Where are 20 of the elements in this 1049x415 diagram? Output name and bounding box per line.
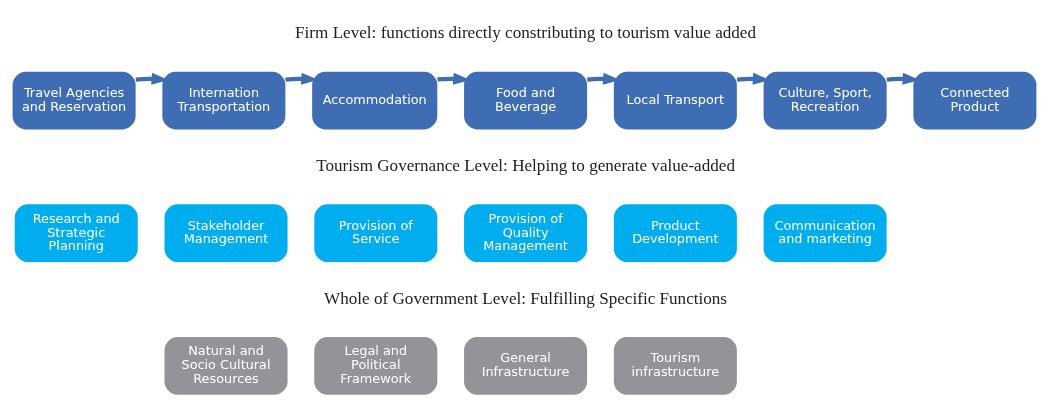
label: Whole of Government Level: Fulfilling Specific Functions <box>324 288 728 308</box>
node-box: General Infrastructure <box>464 336 588 395</box>
label: Tourism Governance Level: Helping to generate value-added <box>316 155 735 175</box>
node-box: Tourism infrastructure <box>613 336 737 395</box>
node-box: Communication and marketing <box>763 204 887 263</box>
node-box: Food and Beverage <box>464 71 588 130</box>
node-box: Product Development <box>613 204 737 263</box>
node-box: Culture, Sport, Recreation <box>763 71 887 130</box>
node-box: Research and Strategic Planning <box>14 204 138 263</box>
node-box: Provision of Service <box>314 204 438 263</box>
node-box: Stakeholder Management <box>164 204 288 263</box>
node-box: Natural and Socio Cultural Resources <box>164 336 288 395</box>
node-box: Local Transport <box>613 71 737 130</box>
node-box: Provision of Quality Management <box>464 204 588 263</box>
label: Firm Level: functions directly constributing to tourism value added <box>295 23 757 43</box>
node-box: Internation Transportation <box>162 71 286 130</box>
node-box: Accommodation <box>312 71 438 130</box>
node-box: Travel Agencies and Reservation <box>12 71 136 130</box>
node-box: Connected Product <box>913 71 1037 130</box>
node-box: Legal and Political Framework <box>314 336 438 395</box>
